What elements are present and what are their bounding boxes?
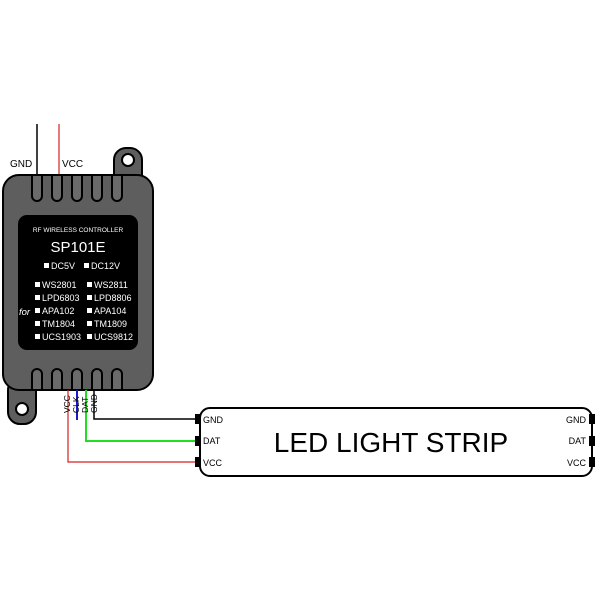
voltage-options: DC5V DC12V [44,261,120,271]
bottom-fins [31,368,123,389]
svg-text:VCC: VCC [62,395,72,413]
gnd-input-label: GND [10,159,32,170]
svg-text:TM1809: TM1809 [94,319,127,329]
svg-text:CLK: CLK [71,396,81,413]
svg-text:TM1804: TM1804 [42,319,75,329]
top-fins [31,176,123,202]
controller-model: SP101E [50,239,105,256]
for-label: for [19,307,31,318]
output-pin-labels: VCC CLK DAT GND [62,394,99,413]
svg-text:GND: GND [566,415,587,425]
svg-text:DC5V: DC5V [51,261,75,271]
svg-text:DAT: DAT [80,397,90,413]
strip-connectors [195,414,595,467]
svg-text:GND: GND [89,394,99,413]
svg-text:DAT: DAT [203,436,221,446]
controller-label-panel [18,215,138,350]
svg-text:VCC: VCC [203,458,223,468]
svg-text:GND: GND [203,415,224,425]
controller-subtitle: RF WIRELESS CONTROLLER [33,227,124,234]
svg-text:APA104: APA104 [94,306,126,316]
svg-text:APA102: APA102 [42,306,74,316]
svg-text:WS2811: WS2811 [94,280,128,290]
chip-list: WS2801 LPD6803 APA102 TM1804 UCS1903 WS2… [35,280,133,342]
strip-left-pins: GND DAT VCC [203,415,224,468]
vcc-input-label: VCC [62,159,83,170]
strip-right-pins: GND DAT VCC [566,415,587,468]
svg-text:UCS9812: UCS9812 [94,332,133,342]
gnd-output-wire [93,390,198,420]
strip-title: LED LIGHT STRIP [274,427,508,458]
vcc-output-wire [67,390,198,463]
svg-text:UCS1903: UCS1903 [42,332,81,342]
svg-text:LPD8806: LPD8806 [94,293,132,303]
svg-text:DC12V: DC12V [91,261,120,271]
svg-text:LPD6803: LPD6803 [42,293,80,303]
dat-output-wire [85,390,198,442]
svg-text:DAT: DAT [569,436,587,446]
svg-text:VCC: VCC [567,458,587,468]
svg-text:WS2801: WS2801 [42,280,77,290]
